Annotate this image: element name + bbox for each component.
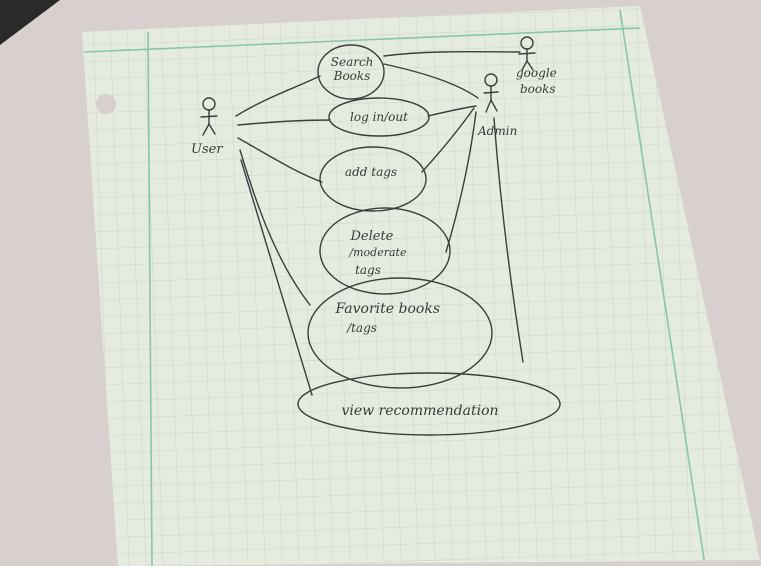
punch-hole-bottom	[81, 387, 103, 409]
login-out-label: log in/out	[350, 110, 408, 124]
top-margin-line	[83, 27, 641, 53]
google-books-actor-figure	[518, 36, 536, 71]
admin-actor-label: Admin	[477, 124, 517, 138]
left-margin-line	[147, 31, 153, 566]
search-books-label: Search Books	[331, 55, 378, 83]
view-recommendation-label: view recommendation	[341, 403, 498, 419]
diagram-labels: User Admin google books Search Books log…	[191, 55, 561, 419]
admin-actor-figure	[483, 73, 499, 113]
use-case-delete-tags	[319, 207, 451, 295]
right-margin-line	[619, 9, 706, 566]
use-case-add-tags	[319, 146, 427, 212]
favorite-books-label: Favorite books /tags	[335, 301, 445, 335]
use-case-login-out	[328, 97, 430, 137]
use-case-search-books	[317, 44, 385, 100]
user-actor-label: User	[191, 142, 223, 157]
google-books-actor-label: google books	[516, 66, 561, 96]
use-case-view-recommendation	[297, 372, 561, 436]
paper-sheet	[81, 6, 760, 566]
dark-corner	[0, 0, 60, 45]
admin-associations	[383, 63, 524, 363]
pencil-drawing	[200, 36, 561, 436]
add-tags-label: add tags	[345, 165, 397, 179]
delete-tags-label: Delete /moderate tags	[348, 229, 410, 277]
punch-hole-top	[96, 94, 116, 114]
google-books-association	[383, 50, 521, 57]
use-case-favorite-books	[307, 277, 493, 389]
user-actor-figure	[200, 97, 218, 136]
user-associations	[235, 75, 331, 396]
